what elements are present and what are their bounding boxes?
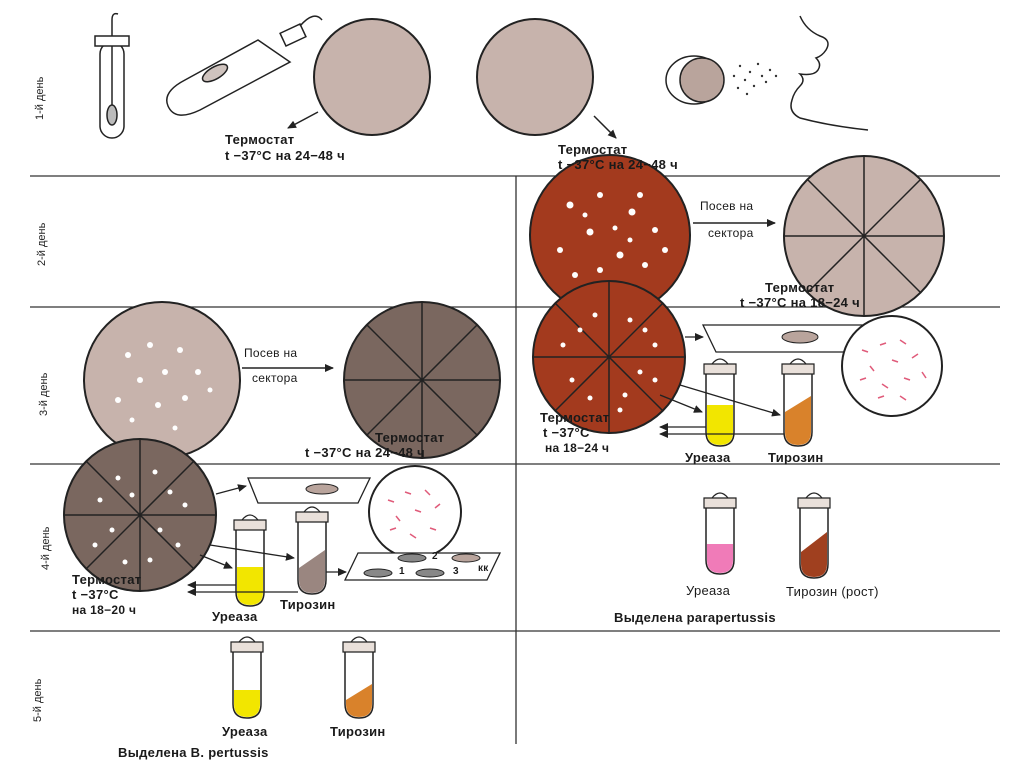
row3-sowing-label-1: Посев на bbox=[244, 346, 297, 360]
row4-sector-plate bbox=[64, 439, 216, 591]
row4-arrow-to-urease bbox=[200, 555, 232, 568]
row1-swab-tube bbox=[95, 14, 129, 138]
row1-cough-plate bbox=[666, 56, 777, 104]
row5-urease-label: Уреаза bbox=[222, 724, 267, 739]
row3-left-thermostat-params: t −37°C на 24−48 ч bbox=[305, 445, 425, 460]
row4-tyrosine-label: Тирозин bbox=[280, 597, 336, 612]
row5-tube-urease bbox=[231, 637, 263, 718]
row3-tyrosine-label: Тирозин bbox=[768, 450, 824, 465]
row4-slide-control-label: кк bbox=[478, 563, 489, 574]
row3-right-thermostat-time: на 18−24 ч bbox=[545, 441, 609, 455]
row1-face-profile bbox=[791, 16, 868, 130]
row4-isolated-result: Выделена parapertussis bbox=[614, 610, 776, 625]
day-label-3: 3-й день bbox=[38, 368, 50, 416]
row2-thermostat-title: Термостат bbox=[765, 280, 834, 295]
row3-right-thermostat-temp: t −37°C bbox=[543, 425, 590, 440]
row4-micro-field bbox=[369, 466, 461, 558]
row4-right-tube-tyrosine bbox=[798, 493, 830, 578]
row3-micro-field bbox=[842, 316, 942, 416]
row4-agglutination-slide bbox=[345, 553, 500, 580]
row4-right-tube-urease bbox=[704, 493, 736, 574]
day-label-4: 4-й день bbox=[40, 522, 52, 570]
row1-arrow-left bbox=[288, 112, 318, 128]
row4-slide bbox=[248, 478, 370, 503]
row4-urease-label: Уреаза bbox=[212, 609, 257, 624]
row1-right-thermostat-title: Термостат bbox=[558, 142, 627, 157]
row2-sowing-label-2: сектора bbox=[708, 226, 754, 240]
row5-isolated-result: Выделена B. pertussis bbox=[118, 745, 269, 760]
row1-plate-right bbox=[477, 19, 593, 135]
row1-arrow-right bbox=[594, 116, 616, 138]
row4-right-tyrosine-label: Тирозин (рост) bbox=[786, 584, 879, 599]
row3-colony-plate bbox=[84, 302, 240, 458]
row1-left-thermostat-title: Термостат bbox=[225, 132, 294, 147]
row4-thermostat-title: Термостат bbox=[72, 572, 141, 587]
row4-arrow-to-slide bbox=[216, 486, 246, 494]
row5-tube-tyrosine bbox=[343, 637, 375, 718]
day-label-2: 2-й день bbox=[36, 218, 48, 266]
row5-tyrosine-label: Тирозин bbox=[330, 724, 386, 739]
row1-tilted-tube bbox=[167, 16, 322, 115]
row4-tube-tyrosine bbox=[296, 507, 328, 594]
row3-right-thermostat-title: Термостат bbox=[540, 410, 609, 425]
row1-left-thermostat-params: t −37°C на 24−48 ч bbox=[225, 148, 345, 163]
row3-left-thermostat-title: Термостат bbox=[375, 430, 444, 445]
row2-thermostat-params: t −37°C на 18−24 ч bbox=[740, 295, 860, 310]
row3-tube-urease bbox=[704, 359, 736, 446]
row1-plate-left bbox=[314, 19, 430, 135]
row4-thermostat-time: на 18−20 ч bbox=[72, 603, 136, 617]
row4-right-urease-label: Уреаза bbox=[686, 583, 730, 598]
row4-slide-number-2: 2 bbox=[432, 551, 438, 562]
day-label-5: 5-й день bbox=[32, 674, 44, 722]
row3-urease-label: Уреаза bbox=[685, 450, 730, 465]
day-label-1: 1-й день bbox=[34, 72, 46, 120]
row2-sowing-label-1: Посев на bbox=[700, 199, 753, 213]
row3-sowing-label-2: сектора bbox=[252, 371, 298, 385]
row4-thermostat-temp: t −37°C bbox=[72, 587, 119, 602]
row4-slide-number-1: 1 bbox=[399, 566, 405, 577]
row4-slide-number-3: 3 bbox=[453, 566, 459, 577]
row3-tube-tyrosine bbox=[782, 359, 814, 446]
row1-right-thermostat-params: t −37°C на 24−48 ч bbox=[558, 157, 678, 172]
